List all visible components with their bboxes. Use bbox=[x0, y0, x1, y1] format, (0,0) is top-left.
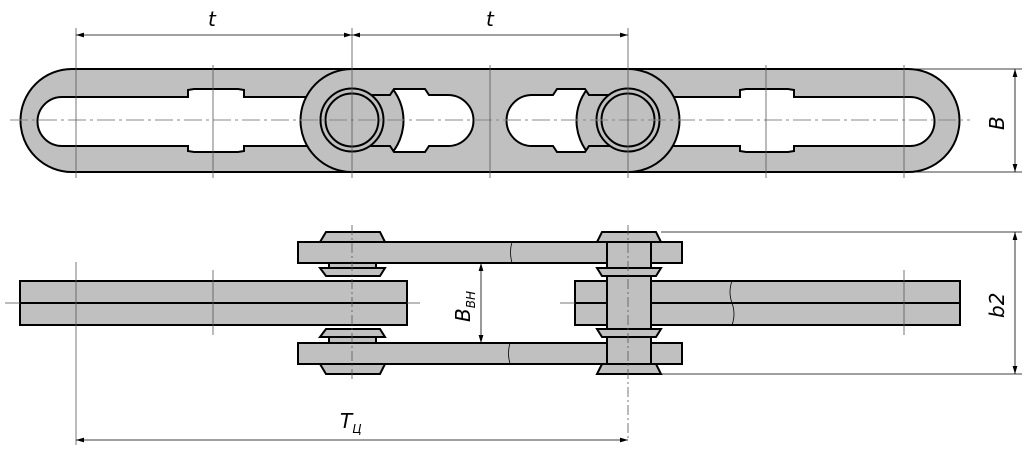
inner-plates-right bbox=[574, 280, 961, 326]
width-label: B bbox=[985, 116, 1009, 130]
pitch-label-right: t bbox=[486, 7, 495, 31]
pitch-label-left: t bbox=[208, 7, 217, 31]
center-marks bbox=[75, 28, 905, 178]
inner-width-label: BВН bbox=[451, 291, 478, 322]
chain-pitch-label: TЦ bbox=[340, 409, 362, 436]
inner-plates-left bbox=[19, 280, 408, 326]
pin-assembly-right bbox=[595, 231, 663, 375]
outer-plate-top bbox=[297, 241, 683, 264]
side-view: BВН b2 TЦ bbox=[5, 225, 1022, 445]
b2-label: b2 bbox=[985, 293, 1009, 318]
top-view: t t B bbox=[10, 7, 1022, 178]
outer-plate-bottom bbox=[297, 342, 683, 365]
